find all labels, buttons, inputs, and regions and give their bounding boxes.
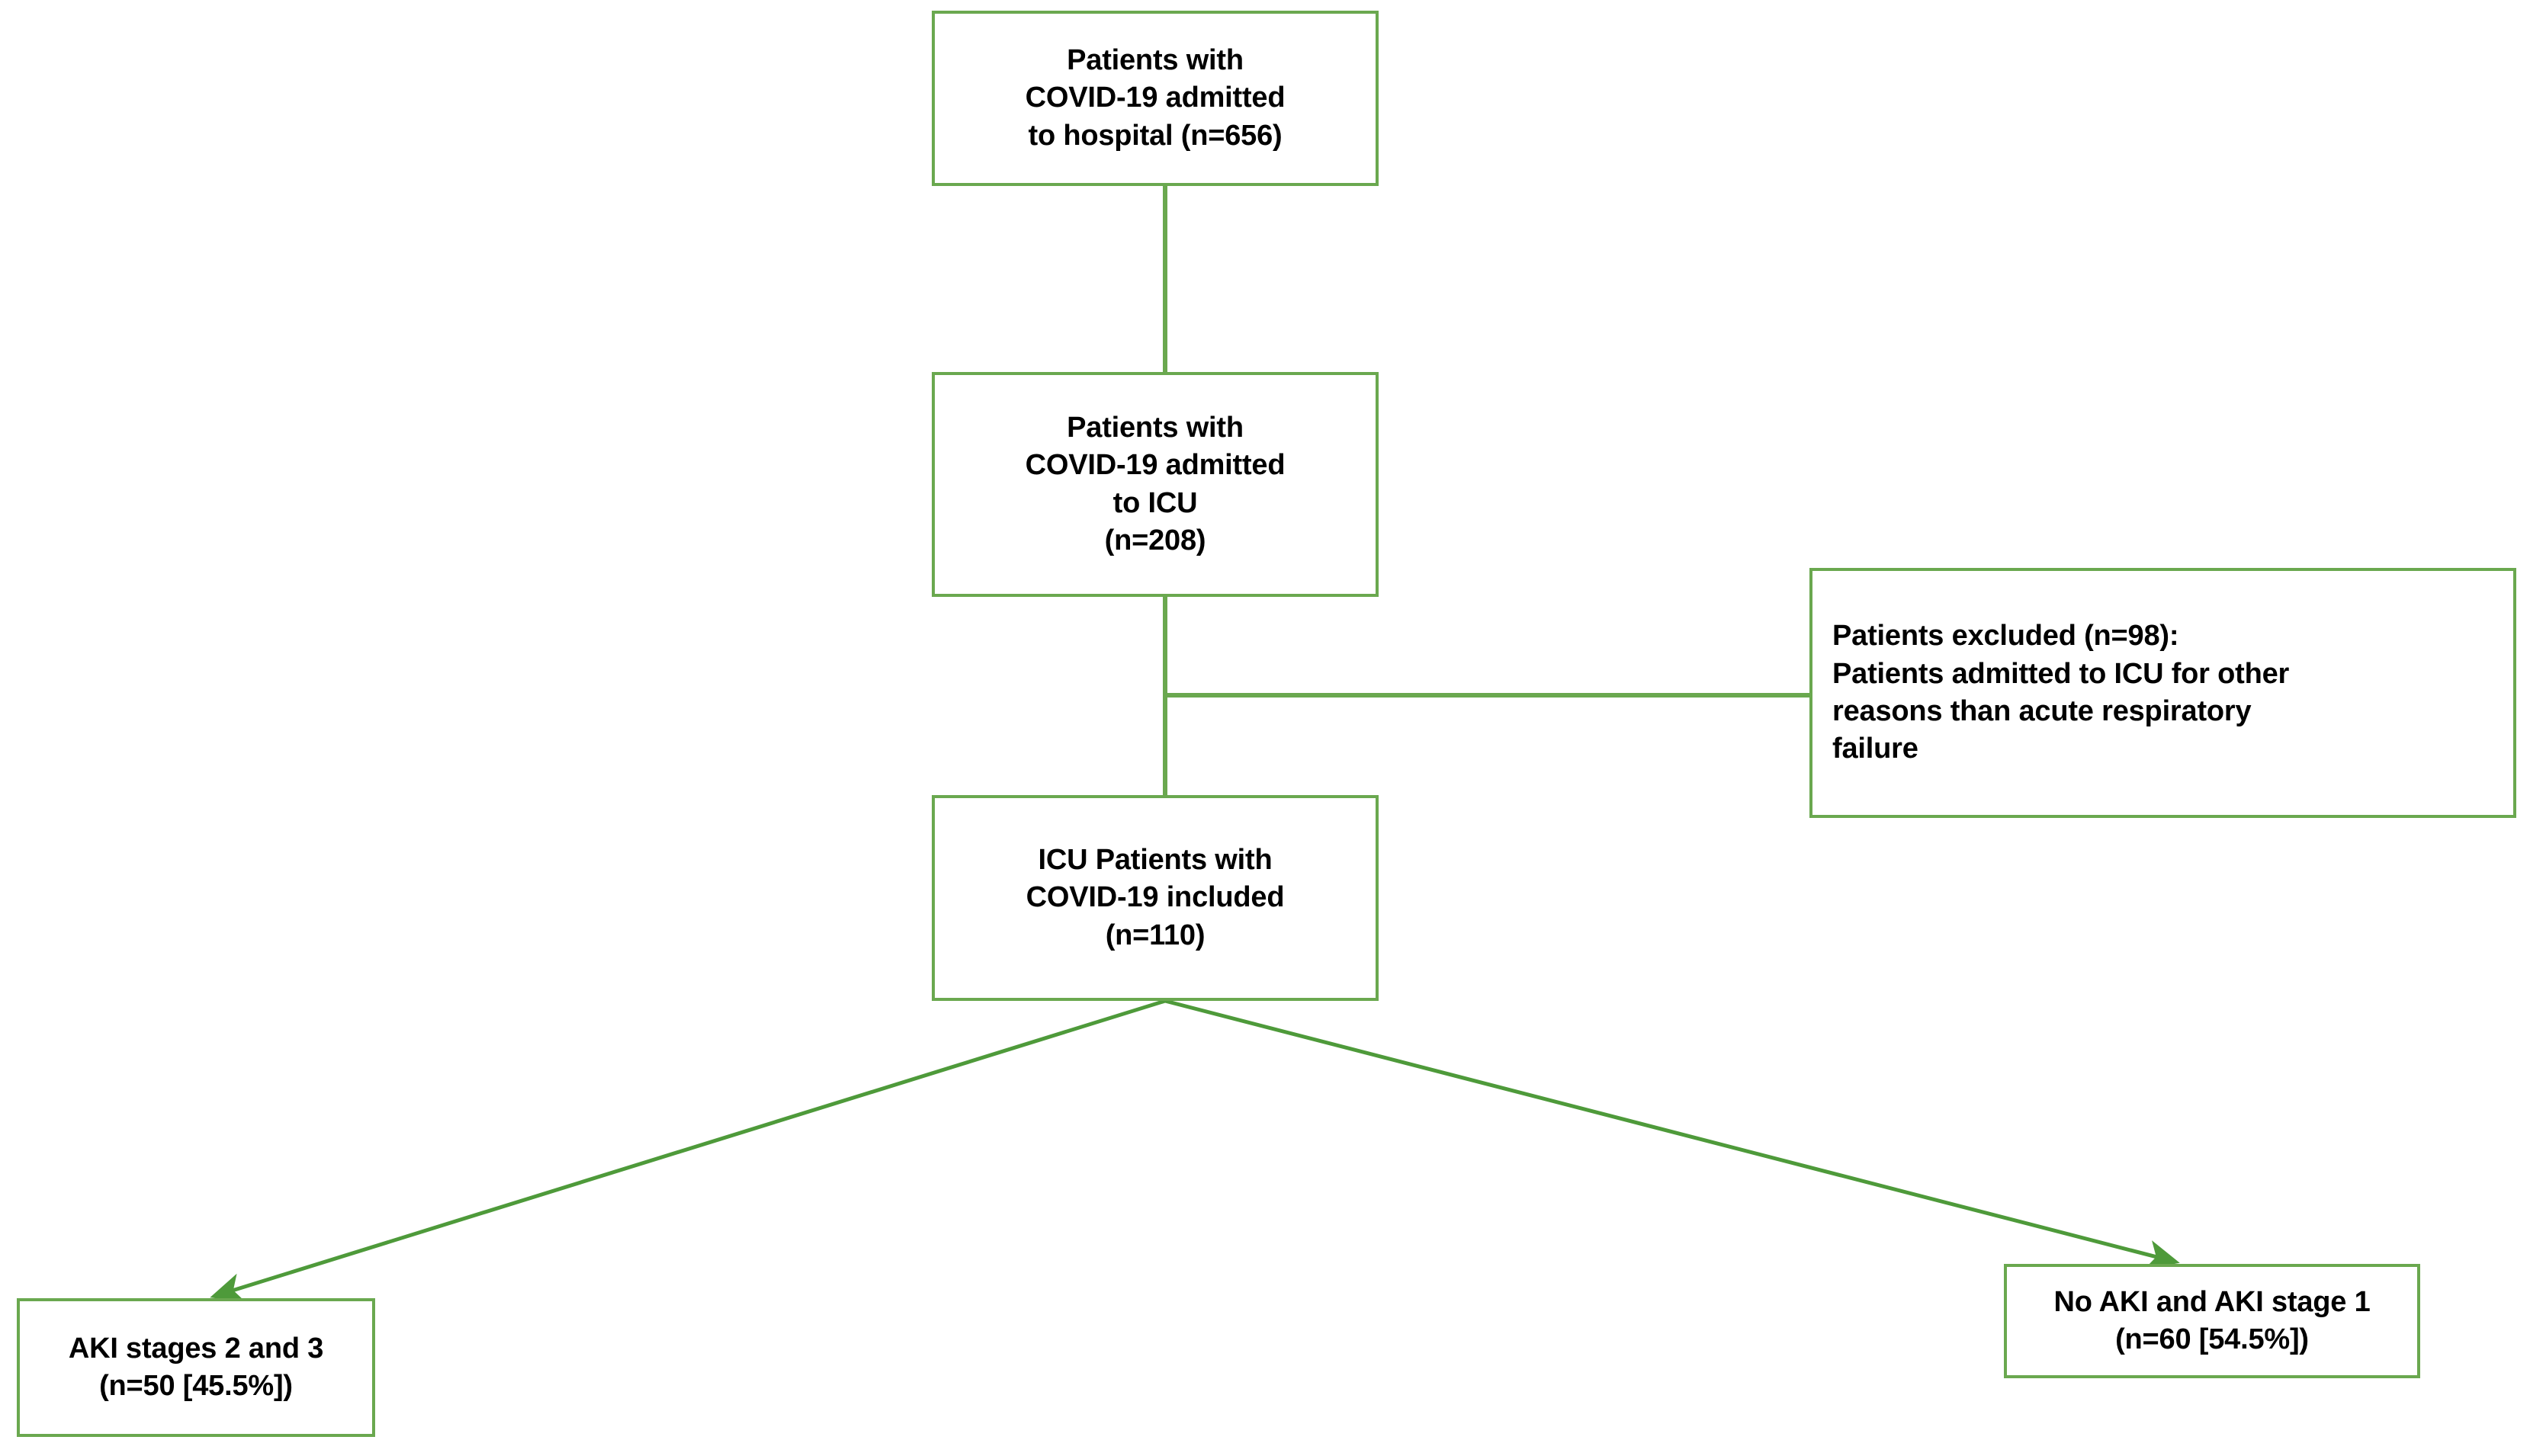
- node-line: to hospital (n=656): [1028, 119, 1283, 152]
- connector-included-to-noaki: [1164, 999, 2180, 1269]
- connector-included-to-aki23: [210, 999, 1166, 1302]
- node-line: ICU Patients with: [1038, 843, 1273, 876]
- node-patients-admitted-to-icu[interactable]: Patients with COVID-19 admitted to ICU (…: [932, 372, 1379, 597]
- node-line: to ICU: [1112, 486, 1198, 519]
- node-patients-admitted-to-hospital[interactable]: Patients with COVID-19 admitted to hospi…: [932, 11, 1379, 186]
- node-line: Patients admitted to ICU for other: [1832, 657, 2290, 690]
- node-line: Patients with: [1067, 411, 1244, 444]
- node-line: reasons than acute respiratory: [1832, 695, 2252, 727]
- node-line: COVID-19 admitted: [1025, 449, 1286, 482]
- node-line: No AKI and AKI stage 1: [2053, 1285, 2371, 1318]
- node-line: Patients excluded (n=98):: [1832, 620, 2179, 653]
- node-line: failure: [1832, 733, 1918, 765]
- node-line: (n=60 [54.5%]): [2115, 1323, 2309, 1355]
- node-aki-stages-2-and-3[interactable]: AKI stages 2 and 3 (n=50 [45.5%]): [17, 1298, 375, 1437]
- node-patients-excluded[interactable]: Patients excluded (n=98): Patients admit…: [1809, 568, 2516, 818]
- node-line: (n=208): [1104, 524, 1206, 556]
- node-icu-patients-included[interactable]: ICU Patients with COVID-19 included (n=1…: [932, 795, 1379, 1001]
- node-line: Patients with: [1067, 43, 1244, 76]
- node-no-aki-and-aki-stage-1[interactable]: No AKI and AKI stage 1 (n=60 [54.5%]): [2004, 1264, 2420, 1378]
- node-line: (n=50 [45.5%]): [99, 1370, 293, 1402]
- node-line: COVID-19 included: [1026, 881, 1285, 914]
- node-line: (n=110): [1105, 919, 1206, 951]
- node-line: AKI stages 2 and 3: [68, 1332, 324, 1365]
- node-line: COVID-19 admitted: [1025, 82, 1286, 114]
